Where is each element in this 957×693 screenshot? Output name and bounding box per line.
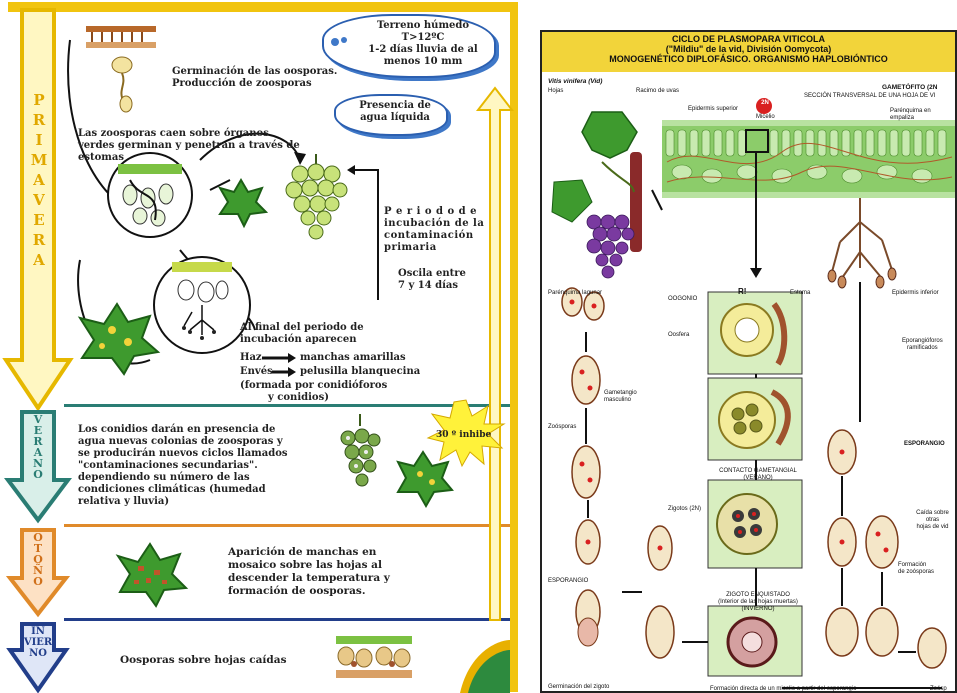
zigotos-label: Zigotos (2N): [668, 506, 701, 513]
oospore-germination-illustration: [82, 20, 170, 115]
oogonio-label: OOGONIO: [668, 296, 697, 303]
zoosporas-label: Zoósporas: [548, 424, 576, 431]
zigoto-enq-label: ZIGOTO ENQUISTADO(Interior de las hojas …: [708, 592, 808, 613]
esporangio-label: ESPORANGIO: [904, 440, 945, 448]
infected-grapes-icon: [334, 412, 388, 516]
formacion-directa-label: Formación directa de un micelio a partir…: [710, 686, 856, 693]
soil-corner-icon: [460, 640, 510, 693]
estoma-label: Estoma: [790, 290, 810, 297]
enves-label: Envés: [240, 366, 273, 378]
gametofito-label: GAMETÓFITO (2N: [882, 84, 938, 92]
invierno-text: Oosporas sobre hojas caídas: [120, 654, 286, 666]
parenquima-emp-label: Parénquima en empaliza: [890, 108, 955, 122]
seccion-label: SECCIÓN TRANSVERSAL DE UNA HOJA DE VI: [804, 93, 935, 100]
haz-label: Haz: [240, 352, 262, 364]
contacto-label: CONTACTO GAMETANGIAL(VERANO): [710, 468, 806, 482]
vitis-label: Vitis vinifera (Vid): [548, 78, 602, 86]
germinacion-label: Germinación del zigoto: [548, 684, 609, 691]
leaf-icon: [214, 176, 268, 230]
germination-text: Germinación de las oosporas.Producción d…: [172, 66, 337, 90]
title-line-3: MONOGENÉTICO DIPLOFÁSICO. ORGANISMO HAPL…: [542, 54, 955, 64]
grape-cluster-icon: [280, 152, 350, 252]
right-panel: CICLO DE PLASMOPARA VITICOLA ("Mildiu" d…: [540, 30, 957, 693]
mosaic-leaf-icon: [110, 540, 190, 608]
sporulation-illustration: [152, 250, 252, 360]
otono-label: OTOÑO: [30, 532, 46, 587]
esporangio2-label: ESPORANGIO: [548, 578, 588, 585]
verano-label: VERANO: [30, 414, 46, 480]
racimo-label: Racimo de uvas: [636, 88, 679, 95]
enves-value: pelusilla blanquecina: [300, 366, 420, 378]
haz-value: manchas amarillas: [300, 352, 406, 364]
title-block: CICLO DE PLASMOPARA VITICOLA ("Mildiu" d…: [542, 34, 955, 64]
oosfera-label: Oosfera: [668, 332, 689, 339]
epidermis-sup-label: Epidermis superior: [688, 106, 738, 113]
epidermis-inf-label: Epidermis inferior: [892, 290, 939, 297]
ploidy-badge: 2N: [758, 100, 772, 106]
stomata-infection-illustration: [100, 150, 200, 240]
title-line-1: CICLO DE PLASMOPARA VITICOLA: [542, 34, 955, 44]
spotted-leaf-icon: [72, 300, 162, 380]
zoos2-label: Zoósp: [930, 686, 947, 693]
title-line-2: ("Mildiu" de la vid, División Oomycota): [542, 44, 955, 54]
meiosis-label: R!: [738, 288, 746, 296]
fallen-leaf-section-icon: [334, 634, 414, 686]
water-drops-icon: [330, 34, 350, 50]
parenquima-lag-label: Parénquima lagunar: [548, 290, 602, 297]
micelio-label: Micelio: [756, 114, 775, 121]
temperature-inhibit-text: 30 º inhibe: [436, 429, 491, 441]
hojas-label: Hojas: [548, 88, 563, 95]
